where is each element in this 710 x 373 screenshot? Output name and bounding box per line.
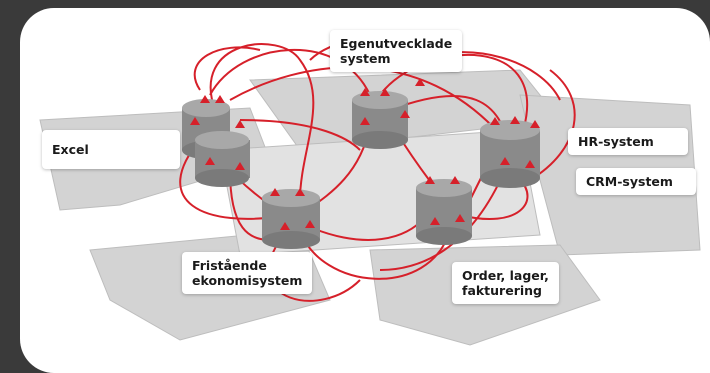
label-crm-system: CRM-system bbox=[576, 168, 696, 195]
label-fristaende-ekonomisystem: Fristående ekonomisystem bbox=[182, 252, 313, 294]
connector-plugs bbox=[190, 78, 540, 230]
label-egenutvecklade: Egenutvecklade system bbox=[330, 30, 463, 72]
cylinder-hr-crm bbox=[480, 120, 540, 188]
cylinder-excel bbox=[182, 99, 250, 187]
diagram-frame: Egenutvecklade system Excel HR-system CR… bbox=[20, 8, 710, 373]
cylinder-order bbox=[416, 179, 472, 245]
label-hr-system: HR-system bbox=[568, 128, 688, 155]
label-order-lager-fakturering: Order, lager, fakturering bbox=[452, 262, 559, 304]
database-cylinders bbox=[182, 91, 540, 249]
label-excel: Excel bbox=[42, 130, 180, 169]
cylinder-egenutvecklade bbox=[352, 91, 408, 149]
cylinder-fristaende bbox=[262, 189, 320, 249]
